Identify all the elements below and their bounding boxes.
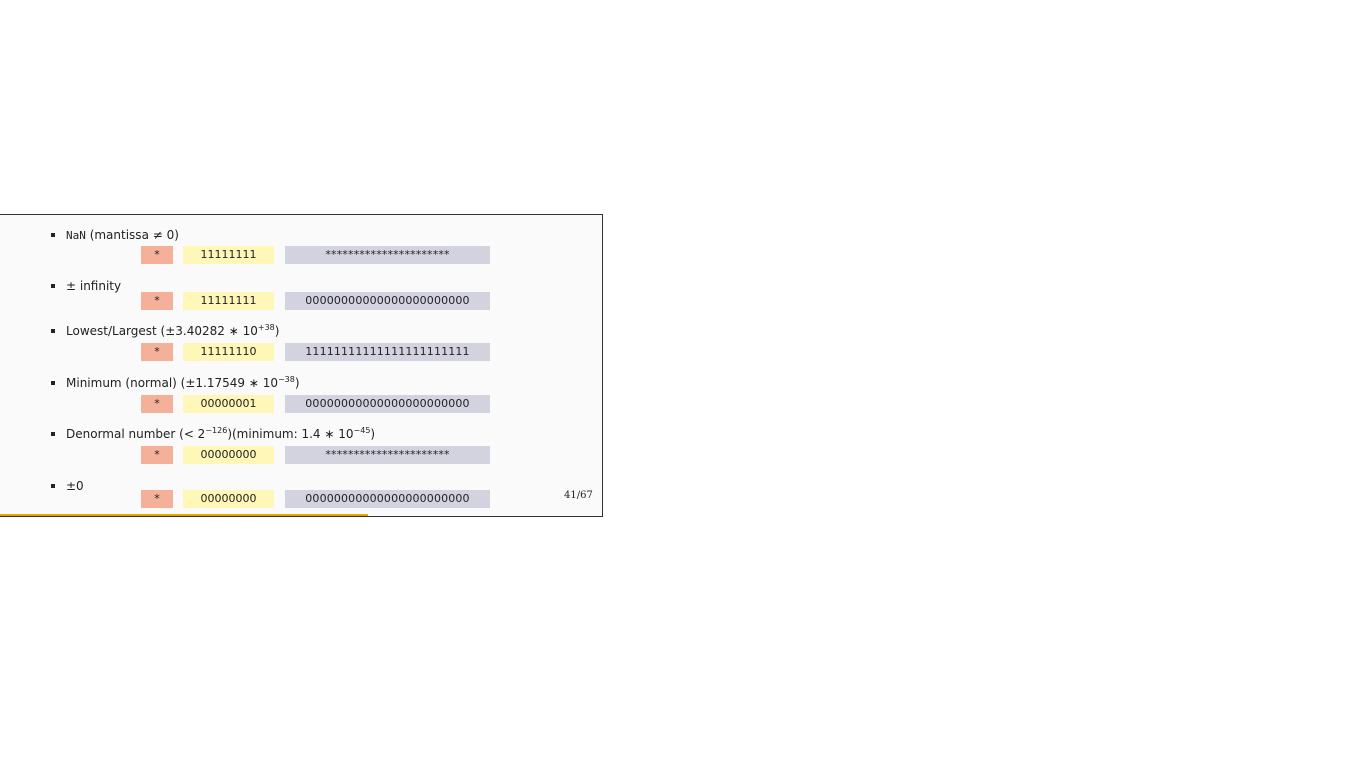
label-text3: ): [370, 427, 376, 441]
item-label: Minimum (normal) (±1.17549 ∗ 10−38): [66, 375, 300, 391]
bullet-icon: [51, 484, 55, 488]
bullet-icon: [51, 381, 55, 385]
label-sup2: −45: [353, 426, 371, 435]
exponent-bits-box: 00000001: [183, 395, 274, 413]
sign-bit-box: *: [141, 292, 173, 310]
exponent-bits-box: 00000000: [183, 490, 274, 508]
mantissa-bits-box: 00000000000000000000000: [285, 490, 490, 508]
item-label: ±0: [66, 479, 84, 493]
label-mono: NaN: [66, 229, 86, 242]
mantissa-bits-box: 00000000000000000000000: [285, 395, 490, 413]
label-text2: ): [274, 324, 280, 338]
sign-bit-box: *: [141, 395, 173, 413]
exponent-bits-box: 11111111: [183, 246, 274, 264]
label-pre: ± infinity: [66, 279, 122, 293]
mantissa-bits-box: **********************: [285, 246, 490, 264]
item-label: ± infinity: [66, 279, 121, 293]
label-pre: Denormal number (< 2: [66, 427, 206, 441]
sign-bit-box: *: [141, 246, 173, 264]
label-pre: Lowest/Largest (±3.40282 ∗ 10: [66, 324, 258, 338]
exponent-bits-box: 11111111: [183, 292, 274, 310]
label-text2: ): [294, 376, 300, 390]
mantissa-bits-box: **********************: [285, 446, 490, 464]
slide-progress-bar: [0, 514, 369, 516]
sign-bit-box: *: [141, 446, 173, 464]
label-pre: Minimum (normal) (±1.17549 ∗ 10: [66, 376, 278, 390]
label-text2: )(minimum: 1.4 ∗ 10: [227, 427, 354, 441]
bullet-icon: [51, 432, 55, 436]
label-sup: +38: [257, 323, 275, 332]
item-label: Lowest/Largest (±3.40282 ∗ 10+38): [66, 323, 280, 339]
page-number: 41/67: [564, 490, 593, 501]
sign-bit-box: *: [141, 490, 173, 508]
bullet-icon: [51, 284, 55, 288]
bullet-icon: [51, 233, 55, 237]
item-label: NaN (mantissa ≠ 0): [66, 228, 179, 243]
label-sup: −126: [205, 426, 228, 435]
item-label: Denormal number (< 2−126)(minimum: 1.4 ∗…: [66, 426, 376, 442]
label-text: (mantissa ≠ 0): [85, 228, 179, 242]
mantissa-bits-box: 11111111111111111111111: [285, 343, 490, 361]
exponent-bits-box: 11111110: [183, 343, 274, 361]
sign-bit-box: *: [141, 343, 173, 361]
mantissa-bits-box: 00000000000000000000000: [285, 292, 490, 310]
label-sup: −38: [277, 375, 295, 384]
bullet-icon: [51, 329, 55, 333]
label-pre: ±0: [66, 479, 84, 493]
slide: NaN (mantissa ≠ 0) * 11111111 **********…: [0, 214, 603, 517]
exponent-bits-box: 00000000: [183, 446, 274, 464]
